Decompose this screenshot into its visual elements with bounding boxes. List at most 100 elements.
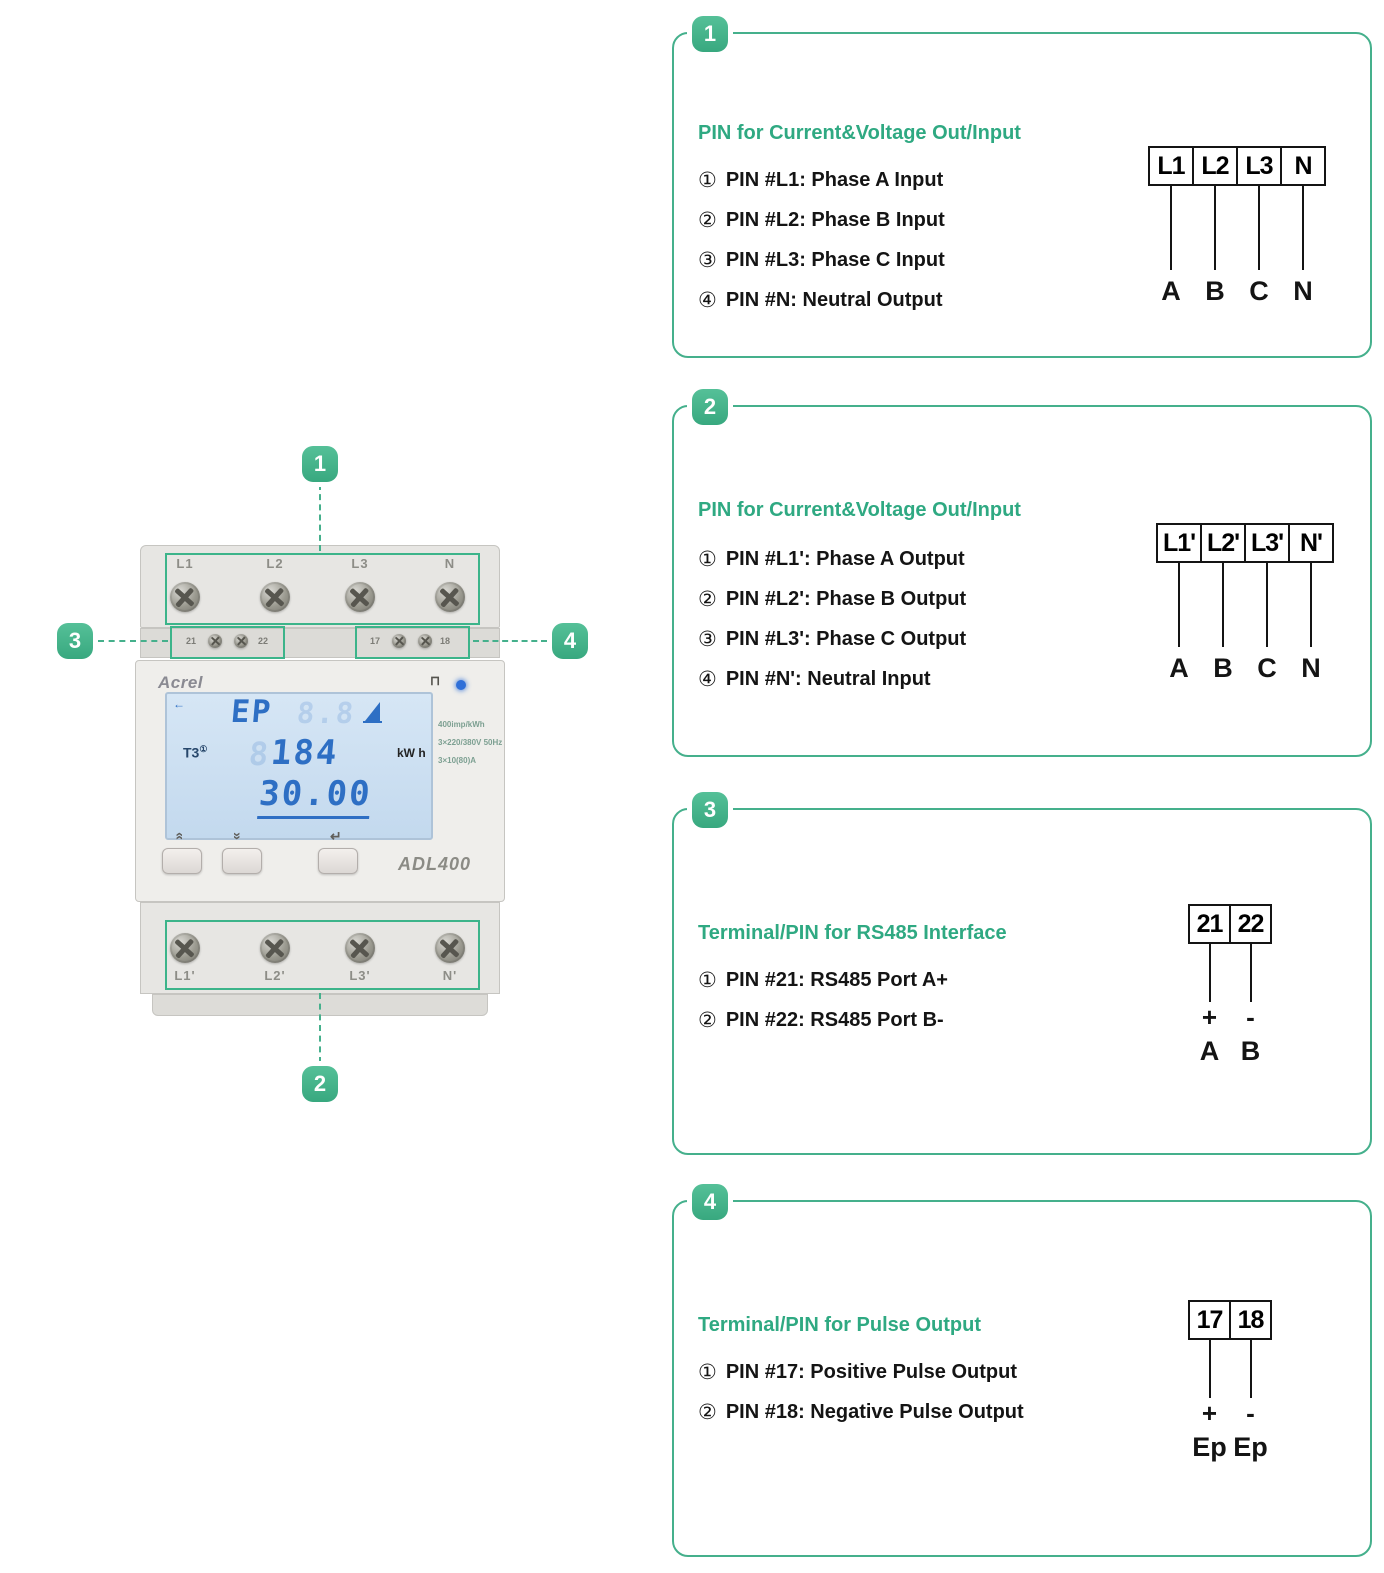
terminal-cell: L2 [1192,146,1238,186]
circled-number: ② [698,1400,717,1424]
top-terminal-label: L3 [351,556,369,571]
terminal-screw-icon [435,582,465,612]
meter-figure: 1 2 3 4 L1 L2 L3 N 21 22 17 18 [40,430,620,1130]
terminal-screw-icon [345,582,375,612]
pin-text: PIN #N: Neutral Output [725,288,943,311]
callout-box-3: 3 Terminal/PIN for RS485 Interface ① PIN … [672,792,1372,1155]
circled-number: ① [698,968,717,992]
pin-text: PIN #L3': Phase C Output [725,627,967,650]
aux-terminal-label: 17 [370,636,381,646]
pin-text: PIN #L3: Phase C Input [725,248,945,271]
status-led [456,680,466,690]
terminal-screw-icon [170,933,200,963]
pulse-symbol-icon: ⊓ [430,673,441,688]
pin-item: ④ PIN #N: Neutral Output [698,280,945,320]
meter-aux-terminal-strip [140,628,500,658]
pin-text: PIN #L1: Phase A Input [725,168,944,191]
top-terminal-label: L1 [176,556,194,571]
terminal-diagram: 21 + A 22 - B [1188,904,1272,1067]
terminal-column: L3' C [1244,523,1290,684]
leader-line-2 [319,993,321,1063]
target-outline-4 [355,626,470,659]
wire [1208,1340,1211,1398]
pin-text: PIN #22: RS485 Port B- [725,1008,944,1031]
box-title: PIN for Current&Voltage Out/Input [698,499,1021,521]
leader-line-3 [98,640,168,642]
terminal-column: 17 + Ep [1188,1300,1231,1463]
terminal-diagram: L1' A L2' B L3' C N' N [1156,523,1334,684]
callout-badge-3: 3 [692,792,728,828]
polarity-label: - [1246,1398,1255,1428]
lead-label: B [1205,276,1225,306]
lead-label: B [1240,1036,1261,1066]
terminal-column: L2' B [1200,523,1246,684]
brand-logo: Acrel [158,673,204,692]
circled-number: ④ [698,667,717,691]
wire [1249,1340,1252,1398]
box-title: Terminal/PIN for Pulse Output [698,1314,981,1336]
leader-line-1 [319,484,321,551]
wire [1178,563,1180,647]
lead-label: A [1161,276,1181,306]
up-button [162,848,202,874]
circled-number: ② [698,587,717,611]
aux-terminal-label: 18 [440,636,451,646]
wire [1249,944,1252,1002]
circled-number: ① [698,168,717,192]
pin-text: PIN #18: Negative Pulse Output [725,1400,1024,1423]
wire [1208,944,1211,1002]
target-outline-3 [170,626,285,659]
terminal-column: 22 - B [1229,904,1272,1067]
pin-item: ① PIN #L1: Phase A Input [698,160,945,200]
up-glyph: » [169,832,186,840]
tariff-text: T3 [183,744,200,761]
pin-item: ③ PIN #L3': Phase C Output [698,619,966,659]
lead-label: N [1301,653,1321,683]
polarity-label: + [1201,1002,1218,1032]
terminal-screw-icon [170,582,200,612]
lcd-register-label: EP [229,694,274,730]
enter-arrow-icon: ↵ [330,828,342,844]
circled-number: ④ [698,288,717,312]
box-title: Terminal/PIN for RS485 Interface [698,922,1007,944]
pin-item: ② PIN #22: RS485 Port B- [698,1000,948,1040]
wire [1266,563,1268,647]
up-arrows-icon: » [170,828,186,844]
terminal-cell: 17 [1188,1300,1231,1340]
aux-screw-icon [392,634,406,648]
spec-line: 400imp/kWh [438,720,485,729]
lcd-ghost-segments: 8.8 [295,696,357,730]
terminal-cell: L1' [1156,523,1202,563]
lcd-ghost-segments: 8 [247,735,272,773]
terminal-screw-icon [260,582,290,612]
quadrant-flag-icon [363,702,382,723]
pin-item: ③ PIN #L3: Phase C Input [698,240,945,280]
terminal-column: L1' A [1156,523,1202,684]
aux-screw-icon [234,634,248,648]
pin-text: PIN #17: Positive Pulse Output [725,1360,1018,1383]
terminal-screw-icon [435,933,465,963]
circled-number: ③ [698,627,717,651]
terminal-cell: 18 [1229,1300,1272,1340]
box-title: PIN for Current&Voltage Out/Input [698,122,1021,144]
pin-item: ② PIN #18: Negative Pulse Output [698,1392,1024,1432]
circled-number: ② [698,1008,717,1032]
circled-number: ① [698,547,717,571]
wire [1302,186,1304,270]
circled-number: ③ [698,248,717,272]
lcd-value-line: 30.00 [257,774,374,819]
terminal-cell: L2' [1200,523,1246,563]
terminal-diagram: 17 + Ep 18 - Ep [1188,1300,1272,1463]
wire [1222,563,1224,647]
terminal-column: L2 B [1192,146,1238,307]
terminal-column: L1 A [1148,146,1194,307]
